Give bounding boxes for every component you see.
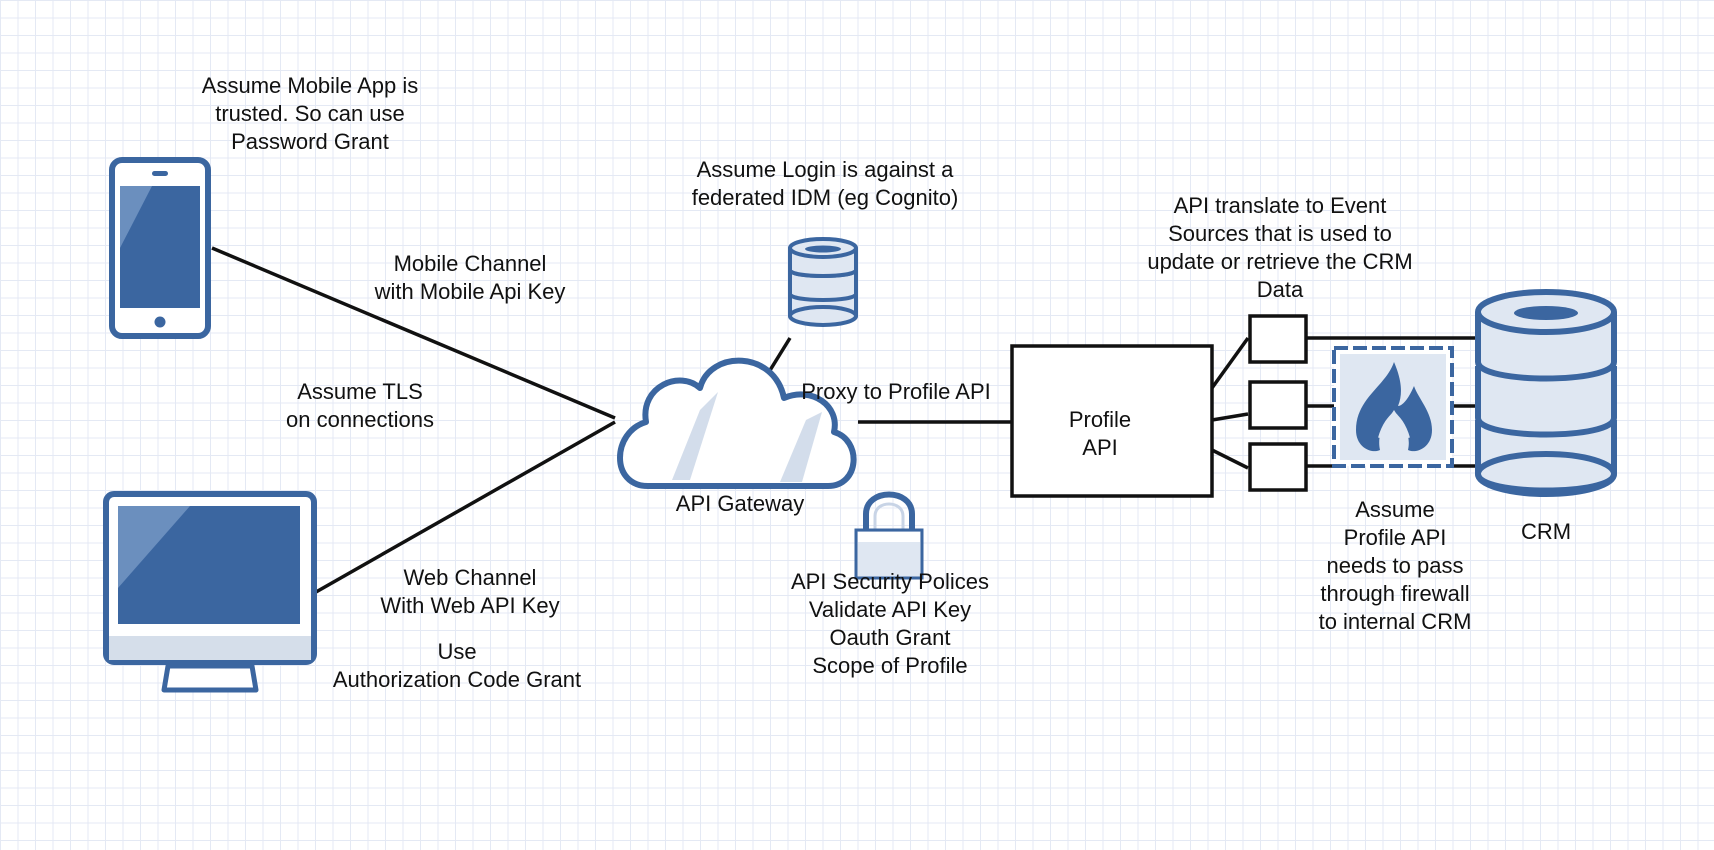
auth-code-note: Use Authorization Code Grant	[332, 639, 582, 692]
event-source-box-1	[1248, 314, 1308, 364]
api-gateway-label: API Gateway	[675, 491, 805, 516]
tls-note: Assume TLS on connections	[286, 379, 434, 432]
web-connector	[315, 420, 616, 594]
security-policies-note: API Security Polices Validate API Key Oa…	[790, 569, 990, 678]
crm-database-icon	[1475, 289, 1617, 497]
mobile-connector	[211, 246, 616, 420]
firewall-note: Assume Profile API needs to pass through…	[1318, 497, 1472, 634]
smartphone-icon	[109, 157, 211, 339]
event-sources-note: API translate to Event Sources that is u…	[1147, 193, 1413, 302]
profile-to-box3	[1211, 448, 1249, 470]
cloud-icon	[617, 357, 857, 489]
profile-api-label: Profile API	[1068, 407, 1132, 460]
crm-label: CRM	[1520, 519, 1572, 544]
web-channel-label: Web Channel With Web API Key	[380, 565, 560, 618]
mobile-channel-label: Mobile Channel with Mobile Api Key	[374, 251, 566, 304]
login-idm-note: Assume Login is against a federated IDM …	[691, 157, 959, 210]
desktop-monitor-icon	[103, 491, 317, 693]
padlock-icon	[854, 491, 924, 580]
mobile-trust-note: Assume Mobile App is trusted. So can use…	[201, 73, 419, 154]
firewall-icon	[1332, 346, 1454, 468]
database-icon	[788, 237, 858, 327]
profile-api-box	[1010, 344, 1214, 498]
profile-to-box1	[1210, 336, 1250, 390]
proxy-label: Proxy to Profile API	[801, 379, 991, 404]
profile-to-box2	[1211, 412, 1249, 422]
event-source-box-2	[1248, 380, 1308, 430]
connectors	[211, 246, 1478, 594]
event-source-box-3	[1248, 442, 1308, 492]
